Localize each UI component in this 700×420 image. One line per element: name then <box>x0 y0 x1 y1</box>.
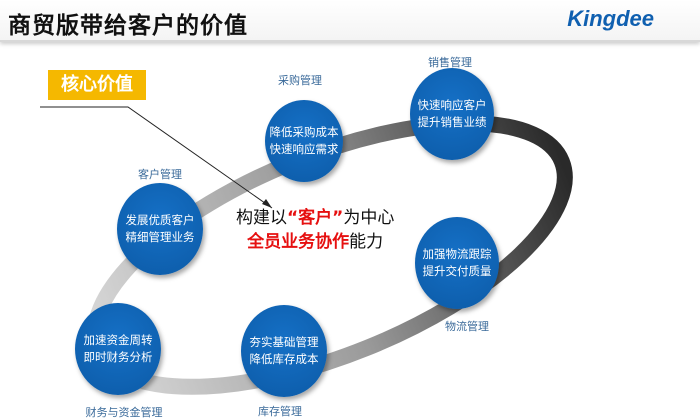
center-text: 为中心 <box>343 208 395 228</box>
node-label-customer: 客户管理 <box>138 168 182 181</box>
node-text: 夯实基础管理 <box>249 335 319 349</box>
node-text: 发展优质客户 <box>125 213 195 227</box>
node-text: 提升交付质量 <box>422 264 492 278</box>
node-text: 即时财务分析 <box>83 350 153 364</box>
core-value-badge: 核心价值 <box>48 70 146 100</box>
kingdee-logo: Kingdee <box>567 6 654 31</box>
node-logistics: 加强物流跟踪提升交付质量 <box>415 217 499 309</box>
node-text: 降低库存成本 <box>249 352 319 366</box>
node-text: 加强物流跟踪 <box>422 247 492 261</box>
pointer-arrow <box>40 106 273 209</box>
node-label-logistics: 物流管理 <box>445 320 489 333</box>
node-text: 精细管理业务 <box>125 230 195 244</box>
node-text: 降低采购成本 <box>269 125 339 139</box>
node-text: 加速资金周转 <box>83 333 153 347</box>
node-label-inventory: 库存管理 <box>258 405 302 418</box>
center-statement: 构建以“客户”为中心 全员业务协作能力 <box>236 206 394 254</box>
center-highlight: 全员业务协作 <box>247 232 350 252</box>
header-bar: 商贸版带给客户的价值 Kingdee <box>0 0 700 42</box>
node-text: 快速响应客户 <box>417 98 487 112</box>
node-purchase: 降低采购成本快速响应需求 <box>265 100 343 182</box>
node-text: 提升销售业绩 <box>417 115 487 129</box>
center-text: 能力 <box>349 232 384 252</box>
node-finance: 加速资金周转即时财务分析 <box>75 303 161 395</box>
node-text: 快速响应需求 <box>269 142 339 156</box>
node-label-purchase: 采购管理 <box>278 74 322 87</box>
node-customer: 发展优质客户精细管理业务 <box>117 183 203 275</box>
node-label-finance: 财务与资金管理 <box>85 406 163 419</box>
node-label-sales: 销售管理 <box>428 56 472 69</box>
node-inventory: 夯实基础管理降低库存成本 <box>241 305 327 397</box>
center-text: 构建以 <box>236 208 287 228</box>
page-title: 商贸版带给客户的价值 <box>8 13 248 39</box>
node-sales: 快速响应客户提升销售业绩 <box>410 68 494 160</box>
center-highlight: “客户” <box>287 208 344 228</box>
